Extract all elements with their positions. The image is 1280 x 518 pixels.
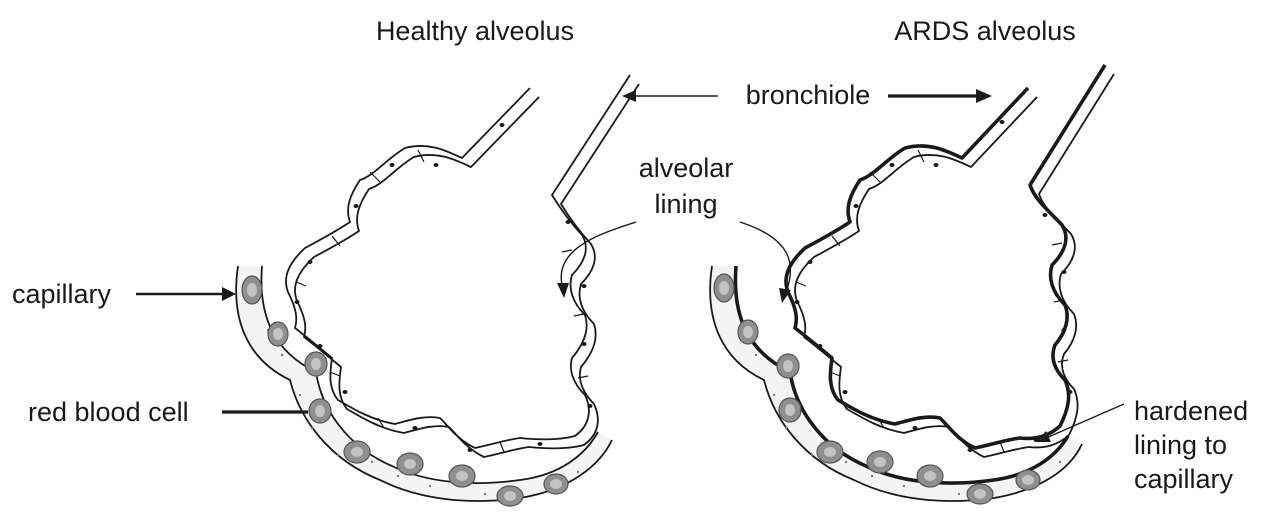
- title-healthy-alveolus: Healthy alveolus: [376, 16, 574, 46]
- hardened-label-line3: capillary: [1134, 464, 1234, 494]
- alveolar-lining-label-line2: lining: [654, 189, 717, 219]
- red-blood-cell-label: red blood cell: [28, 397, 189, 427]
- title-ards-alveolus: ARDS alveolus: [894, 16, 1076, 46]
- hardened-label-line1: hardened: [1134, 396, 1248, 426]
- red-blood-cells: [242, 276, 568, 506]
- capillary-label: capillary: [12, 279, 112, 309]
- alveolar-lining-label-line1: alveolar: [639, 153, 734, 183]
- healthy-alveolar-wall: [286, 75, 639, 457]
- ards-alveolar-wall: [786, 65, 1114, 457]
- capillary-label-group: capillary: [12, 279, 236, 309]
- ards-alveolus: [710, 65, 1114, 504]
- alveolar-lining-label-group: alveolar lining: [557, 153, 791, 303]
- bronchiole-label-group: bronchiole: [622, 80, 992, 110]
- ards-red-blood-cells: [714, 274, 1040, 504]
- ards-capillary: [710, 266, 1082, 504]
- healthy-alveolus: [236, 75, 639, 506]
- red-blood-cell-label-group: red blood cell: [28, 397, 308, 427]
- hardened-label-line2: lining to: [1134, 430, 1227, 460]
- bronchiole-label: bronchiole: [746, 80, 871, 110]
